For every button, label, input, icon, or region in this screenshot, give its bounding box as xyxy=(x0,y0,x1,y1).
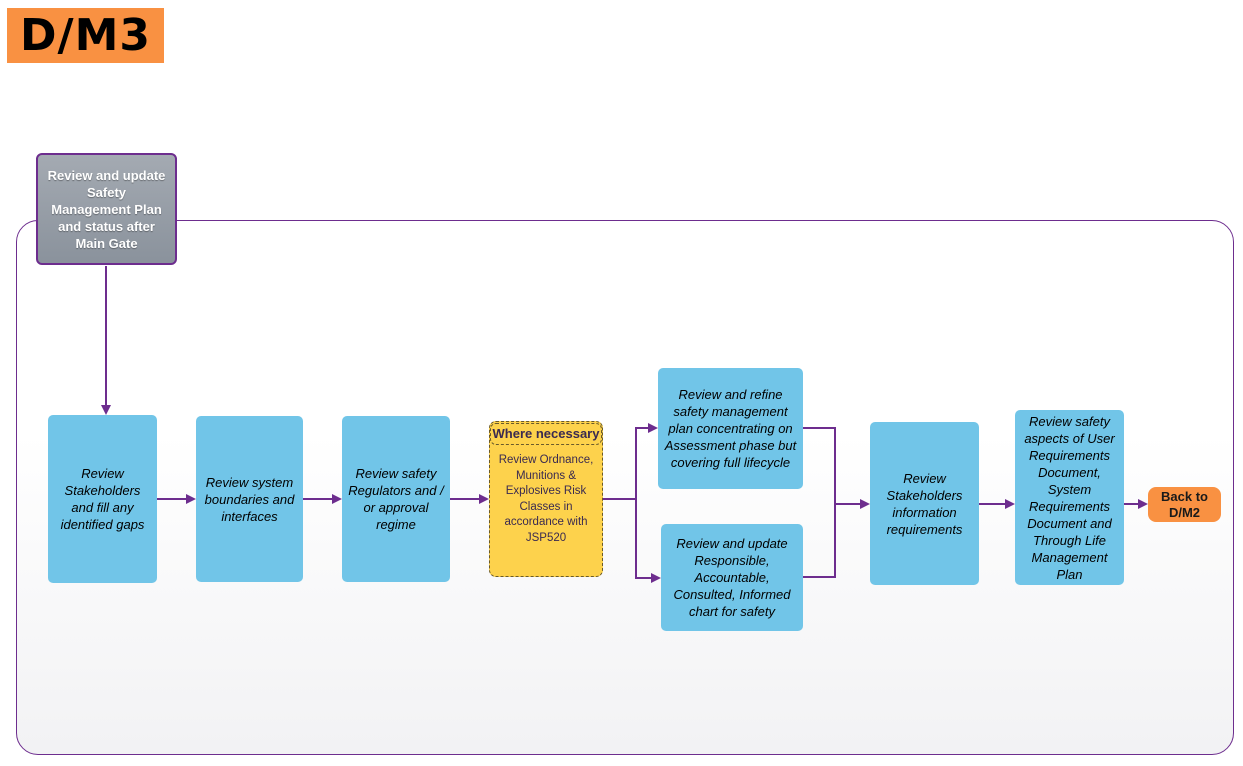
step-review-requirement-docs: Review safety aspects of User Requiremen… xyxy=(1015,410,1124,585)
page-title: D/M3 xyxy=(7,8,164,63)
connector-optional-to-refine xyxy=(603,423,658,500)
optional-step-body: Review Ordnance, Munitions & Explosives … xyxy=(498,454,594,544)
step-review-safety-regulators: Review safety Regulators and / or approv… xyxy=(342,416,450,582)
back-to-dm2-button[interactable]: Back to D/M2 xyxy=(1148,487,1221,522)
connector-refine-to-info xyxy=(803,427,870,509)
step-stakeholder-info-requirements: Review Stakeholders information requirem… xyxy=(870,422,979,585)
step-review-system-boundaries: Review system boundaries and interfaces xyxy=(196,416,303,582)
step-update-raci: Review and update Responsible, Accountab… xyxy=(661,524,803,631)
connector-optional-to-raci xyxy=(635,499,661,583)
optional-step: Where necessary Review Ordnance, Munitio… xyxy=(489,421,603,577)
connector-raci-to-info xyxy=(803,504,836,578)
optional-step-title: Where necessary xyxy=(490,423,602,445)
start-step: Review and update Safety Management Plan… xyxy=(36,153,177,265)
step-review-stakeholders: Review Stakeholders and fill any identif… xyxy=(48,415,157,583)
step-refine-safety-plan: Review and refine safety management plan… xyxy=(658,368,803,489)
